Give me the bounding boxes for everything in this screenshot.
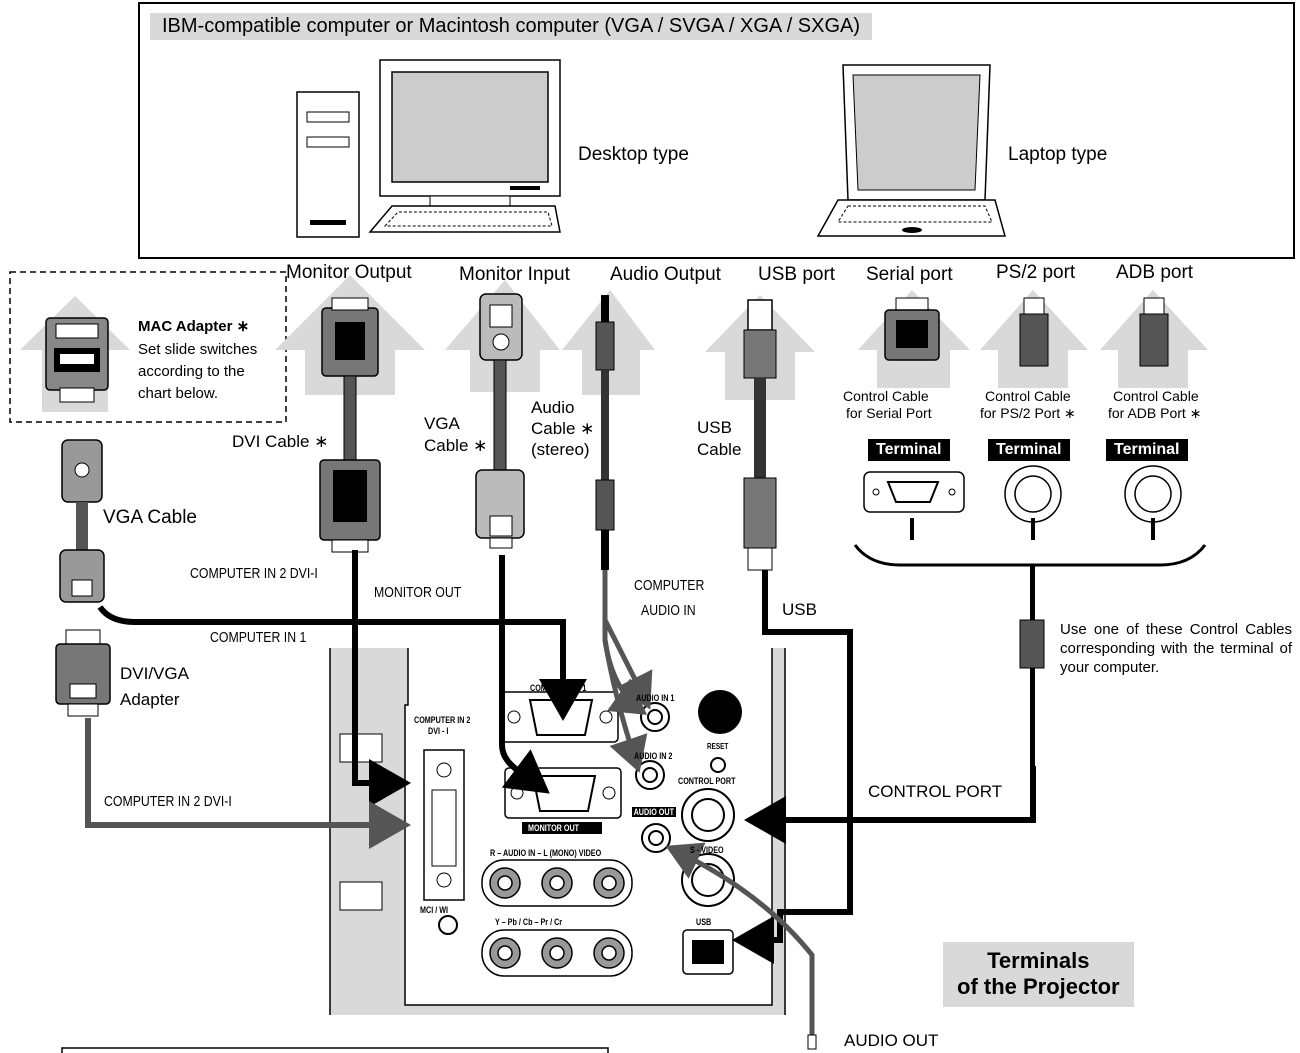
panel-label-audio-out: AUDIO OUT bbox=[632, 807, 676, 818]
panel-label-mci-wi: MCI / WI bbox=[420, 905, 448, 915]
panel-label-monitor-out: MONITOR OUT bbox=[528, 823, 580, 833]
label-computer-audio-in-1: COMPUTER bbox=[634, 577, 705, 594]
adb-terminal-icon bbox=[1124, 465, 1182, 540]
panel-label-dvi-i: DVI - I bbox=[428, 726, 449, 736]
control-bracket bbox=[853, 544, 1207, 567]
ps2-control-cable-label-2: for PS/2 Port ∗ bbox=[980, 405, 1076, 421]
vga-cable-mid-label-2: Cable ∗ bbox=[424, 436, 488, 455]
label-audio-out: AUDIO OUT bbox=[844, 1031, 939, 1050]
label-computer-audio-in-2: AUDIO IN bbox=[641, 602, 696, 619]
adb-terminal-badge: Terminal bbox=[1106, 439, 1188, 462]
serial-plug-icon bbox=[884, 297, 940, 361]
reset-button-icon bbox=[698, 690, 742, 734]
panel-label-s-video: S - VIDEO bbox=[690, 845, 724, 855]
ps2-plug-icon bbox=[1019, 297, 1049, 367]
label-monitor-out: MONITOR OUT bbox=[374, 584, 462, 601]
dvi-cable-icon bbox=[319, 297, 381, 553]
desktop-type-label: Desktop type bbox=[578, 144, 689, 165]
desktop-monitor-icon bbox=[379, 59, 561, 207]
header-monitor-output: Monitor Output bbox=[286, 262, 412, 283]
laptop-icon bbox=[816, 64, 1006, 237]
header-usb-port: USB port bbox=[758, 264, 836, 285]
vga-cable-left-icon bbox=[59, 439, 105, 603]
mci-wi-jack-icon bbox=[438, 915, 458, 935]
header-serial-port: Serial port bbox=[866, 264, 953, 285]
serial-control-cable-label-1: Control Cable bbox=[843, 388, 929, 404]
desktop-tower-icon bbox=[296, 91, 360, 238]
vga-cable-left-label: VGA Cable bbox=[103, 507, 197, 528]
dvi-vga-adapter-icon bbox=[55, 629, 111, 717]
control-cable-usage-note: Use one of these Control Cables correspo… bbox=[1060, 621, 1292, 676]
audio-cable-label-1: Audio bbox=[531, 398, 575, 417]
audio-cable-icon bbox=[595, 295, 615, 570]
panel-label-computer-in-2: COMPUTER IN 2 bbox=[414, 715, 471, 725]
header-monitor-input: Monitor Input bbox=[459, 264, 570, 285]
panel-label-computer-in-1: COMPUTER IN 1 bbox=[530, 683, 587, 693]
mac-adapter-line2: according to the bbox=[138, 363, 245, 380]
usb-cable-label-2: Cable bbox=[697, 440, 742, 459]
label-usb: USB bbox=[782, 600, 817, 619]
audio-cable-label-2: Cable ∗ bbox=[531, 419, 595, 438]
adb-control-cable-label-1: Control Cable bbox=[1113, 388, 1199, 404]
desktop-keyboard-icon bbox=[368, 205, 561, 233]
dvi-port-icon bbox=[423, 749, 465, 901]
label-control-port: CONTROL PORT bbox=[868, 782, 1003, 801]
dvi-cable-label: DVI Cable ∗ bbox=[232, 432, 329, 451]
panel-label-audio-in-2: AUDIO IN 2 bbox=[634, 751, 673, 761]
adb-control-cable-label-2: for ADB Port ∗ bbox=[1108, 405, 1202, 421]
panel-label-control-port: CONTROL PORT bbox=[678, 776, 736, 786]
projector-title-line-2: of the Projector bbox=[957, 974, 1120, 1000]
panel-label-reset: RESET bbox=[707, 742, 729, 751]
vga-cable-mid-label-1: VGA bbox=[424, 414, 460, 433]
serial-control-cable-label-2: for Serial Port bbox=[846, 405, 932, 421]
mac-adapter-icon bbox=[45, 317, 109, 403]
label-computer-in-1: COMPUTER IN 1 bbox=[210, 629, 307, 646]
header-adb-port: ADB port bbox=[1116, 262, 1194, 283]
usb-cable-label-1: USB bbox=[697, 418, 732, 437]
label-computer-in-2-dvi-top: COMPUTER IN 2 DVI-I bbox=[190, 565, 318, 582]
dvi-vga-adapter-label-2: Adapter bbox=[120, 690, 180, 709]
laptop-type-label: Laptop type bbox=[1008, 144, 1108, 165]
mac-adapter-line3: chart below. bbox=[138, 385, 219, 402]
connection-lines bbox=[85, 550, 1036, 964]
mac-adapter-title: MAC Adapter ∗ bbox=[138, 318, 250, 335]
projector-title-line-1: Terminals bbox=[987, 948, 1090, 973]
panel-label-audio-in-row: R – AUDIO IN – L (MONO) VIDEO bbox=[490, 848, 602, 858]
adb-plug-icon bbox=[1139, 297, 1169, 367]
header-ps2-port: PS/2 port bbox=[996, 262, 1076, 283]
mac-adapter-line1: Set slide switches bbox=[138, 341, 258, 358]
serial-terminal-badge: Terminal bbox=[868, 439, 950, 462]
vga-cable-mid-icon bbox=[475, 293, 525, 549]
ps2-control-cable-label-1: Control Cable bbox=[985, 388, 1071, 404]
label-computer-in-2-dvi-bottom: COMPUTER IN 2 DVI-I bbox=[104, 793, 232, 810]
panel-label-audio-in-1: AUDIO IN 1 bbox=[636, 693, 675, 703]
panel-label-usb: USB bbox=[696, 917, 712, 927]
audio-cable-label-3: (stereo) bbox=[531, 440, 590, 459]
usb-cable-icon bbox=[743, 299, 777, 571]
panel-label-component-row: Y – Pb / Cb – Pr / Cr bbox=[495, 917, 563, 927]
dvi-vga-adapter-label-1: DVI/VGA bbox=[120, 664, 189, 683]
rca-jacks-icon bbox=[481, 859, 633, 977]
usb-port-icon bbox=[682, 929, 734, 975]
ps2-terminal-icon bbox=[1004, 465, 1062, 540]
computer-box-title: IBM-compatible computer or Macintosh com… bbox=[150, 13, 873, 40]
projector-terminals-title: Terminals of the Projector bbox=[943, 942, 1134, 1007]
ps2-terminal-badge: Terminal bbox=[988, 439, 1070, 462]
serial-terminal-icon bbox=[863, 471, 965, 540]
header-audio-output: Audio Output bbox=[610, 264, 721, 285]
